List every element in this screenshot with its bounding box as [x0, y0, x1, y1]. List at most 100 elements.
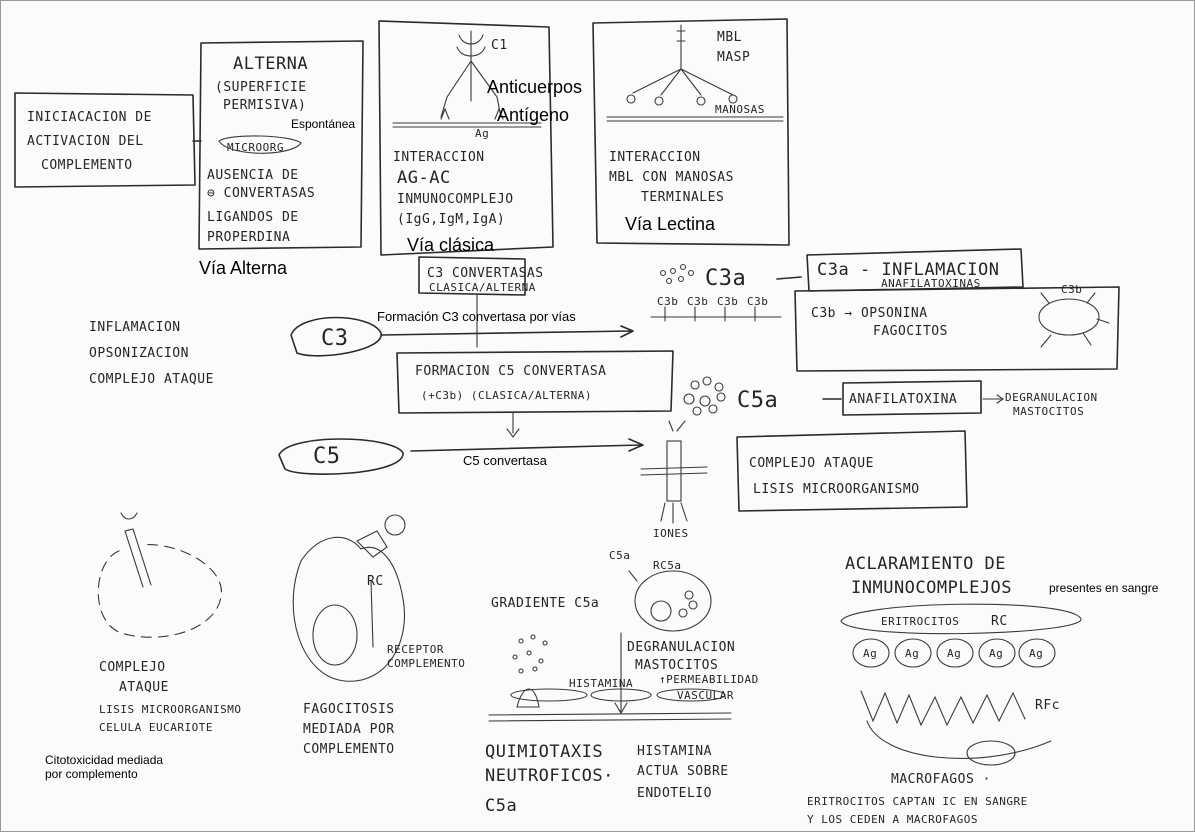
hw-fago-1: MEDIADA POR: [303, 722, 395, 737]
hw-c5form-1: (+C3b) (CLASICA/ALTERNA): [421, 389, 592, 402]
hw-ag-1: Ag: [905, 647, 919, 660]
hw-hist-actua-1: ACTUA SOBRE: [637, 764, 729, 779]
hw-degran-1: MASTOCITOS: [635, 658, 718, 673]
hw-rc-eri: RC: [991, 614, 1008, 629]
hw-quimio-1: NEUTROFICOS·: [485, 766, 614, 786]
hw-c3b-small: C3b: [1061, 283, 1082, 296]
hw-alterna-0: ALTERNA: [233, 54, 308, 74]
c3b-box: [794, 286, 1120, 372]
hw-eri-captan-1: Y LOS CEDEN A MACROFAGOS: [807, 813, 978, 826]
hw-perm-0: ↑PERMEABILIDAD: [659, 673, 759, 686]
c1-antibody-sketch: [392, 30, 542, 128]
mac-pore-sketch: [640, 420, 708, 524]
hw-c5form-0: FORMACION C5 CONVERTASA: [415, 364, 607, 379]
anafilatoxina-arrow: [982, 394, 1004, 404]
hw-c3conv-0: C3 CONVERTASAS: [427, 266, 544, 281]
hw-cito-0: COMPLEJO: [99, 660, 166, 675]
hw-c3: C3: [321, 326, 349, 351]
hw-cito-2: LISIS MICROORGANISMO: [99, 703, 241, 716]
complejo-ataque-box: [736, 430, 968, 512]
hw-receptor-0: RECEPTOR: [387, 643, 444, 656]
hw-complejo-1: LISIS MICROORGANISMO: [753, 482, 920, 497]
hw-lectina-2: TERMINALES: [641, 190, 724, 205]
hw-fago-2: COMPLEMENTO: [303, 742, 395, 757]
hw-ag-3: Ag: [989, 647, 1003, 660]
hw-anafilatoxina: ANAFILATOXINA: [849, 392, 957, 407]
hw-c1: C1: [491, 38, 508, 53]
hw-fago-0: FAGOCITOSIS: [303, 702, 395, 717]
c3-convertasas-box: [418, 256, 526, 296]
hw-cito-3: CELULA EUCARIOTE: [99, 721, 213, 734]
clasica-box: [378, 20, 554, 256]
hw-mbl-0: MBL: [717, 30, 742, 45]
hw-aclar-0: ACLARAMIENTO DE: [845, 554, 1006, 574]
hw-alterna-2: PERMISIVA): [223, 98, 306, 113]
hw-perm-1: VASCULAR: [677, 689, 734, 702]
hw-quimio-2: C5a: [485, 796, 517, 816]
hw-iniciacion-1: ACTIVACION DEL: [27, 134, 144, 149]
hw-c3conv-1: CLASICA/ALTERNA: [429, 281, 536, 294]
fragment-dots: [659, 263, 726, 416]
hw-alterna-4: AUSENCIA DE: [207, 168, 299, 183]
phagocyte-sketch: [292, 514, 406, 682]
hw-c5: C5: [313, 444, 341, 469]
hw-c3a-box-1: ANAFILATOXINAS: [881, 277, 981, 290]
label-espontanea: Espontánea: [291, 117, 355, 131]
label-via-lectina: Vía Lectina: [625, 214, 716, 234]
hw-complejo-0: COMPLEJO ATAQUE: [749, 456, 874, 471]
hw-alterna-5: ⊖ CONVERTASAS: [207, 186, 315, 201]
c3b-fragments: [650, 306, 782, 322]
cytotoxicity-sketch: [97, 512, 222, 638]
hw-c3b-1: C3b: [687, 295, 708, 308]
c3-arrow: [380, 325, 634, 338]
c5-ellipse: [278, 438, 404, 475]
hw-rfc: RFc: [1035, 698, 1060, 713]
hw-c5a-small: C5a: [609, 549, 630, 562]
hw-receptor-1: COMPLEMENTO: [387, 657, 465, 670]
c5-arrow: [410, 438, 644, 452]
hw-aclar-1: INMUNOCOMPLEJOS: [851, 578, 1012, 598]
hw-macrofagos: MACROFAGOS ·: [891, 772, 991, 787]
hw-rc5a: RC5a: [653, 559, 682, 572]
hw-alterna-7: PROPERDINA: [207, 230, 290, 245]
hw-cito-1: ATAQUE: [119, 680, 169, 695]
hw-iniciacion-2: COMPLEMENTO: [41, 158, 133, 173]
hw-degran-mast-1: MASTOCITOS: [1013, 405, 1084, 418]
hw-inflamacion-1: OPSONIZACION: [89, 346, 189, 361]
hw-gradiente: GRADIENTE C5a: [491, 596, 599, 611]
mbl-sketch: [606, 24, 784, 122]
hw-hist-actua-2: ENDOTELIO: [637, 786, 712, 801]
hw-clasica-1: AG-AC: [397, 168, 451, 188]
hw-lectina-1: MBL CON MANOSAS: [609, 170, 734, 185]
hw-c3b-0: C3b: [657, 295, 678, 308]
hw-c3b-box-0: C3b → OPSONINA: [811, 306, 928, 321]
label-c5-convertasa: C5 convertasa: [463, 453, 548, 468]
hw-clasica-3: (IgG,IgM,IgA): [397, 212, 505, 227]
lectina-box: [592, 18, 790, 246]
hw-inflamacion-0: INFLAMACION: [89, 320, 181, 335]
hw-alterna-3: MICROORG: [227, 141, 284, 154]
c5a-box: [842, 380, 982, 416]
c3a-box: [806, 248, 1024, 292]
hw-degran-mast-0: DEGRANULACION: [1005, 391, 1098, 404]
hw-lectina-0: INTERACCION: [609, 150, 701, 165]
hw-clasica-0: INTERACCION: [393, 150, 485, 165]
hw-eritrocitos: ERITROCITOS: [881, 615, 959, 628]
alterna-box: [198, 40, 364, 250]
hw-ag: Ag: [475, 127, 489, 140]
opsonin-sketch: [1038, 292, 1110, 348]
label-via-alterna: Vía Alterna: [199, 258, 288, 278]
label-via-clasica: Vía clásica: [407, 235, 495, 255]
hw-hist-actua-0: HISTAMINA: [637, 744, 712, 759]
hw-c3b-box-1: FAGOCITOS: [873, 324, 948, 339]
hw-iones: IONES: [653, 527, 689, 540]
hw-ag-4: Ag: [1029, 647, 1043, 660]
hw-c3a: C3a: [705, 266, 746, 291]
hw-manosa: MANOSAS: [715, 103, 765, 116]
label-citotoxicidad-1: Citotoxicidad mediada: [45, 753, 163, 767]
hw-eri-captan-0: ERITROCITOS CAPTAN IC EN SANGRE: [807, 795, 1028, 808]
hw-rc: RC: [367, 574, 384, 589]
hw-inflamacion-2: COMPLEJO ATAQUE: [89, 372, 214, 387]
